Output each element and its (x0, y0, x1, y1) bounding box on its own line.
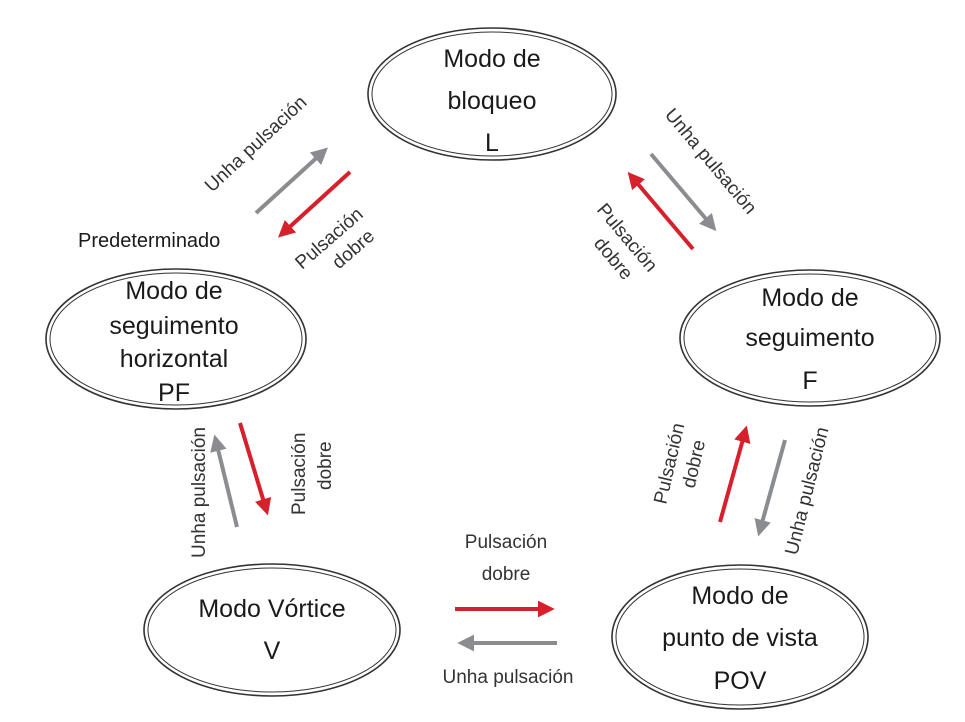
vortex-code: V (264, 637, 281, 665)
arrow-single-tap-vortex-to-panfollow (210, 434, 239, 528)
lock-title-line2: bloqueo (448, 87, 537, 115)
label-double-tap-pov-follow: Pulsación dobre (650, 421, 710, 506)
label-double-tap-line2: dobre (315, 441, 336, 490)
arrow-single-tap-panfollow-to-lock (254, 147, 328, 215)
follow-title-line2: seguimento (745, 324, 874, 352)
arrow-double-tap-lock-to-panfollow (278, 170, 352, 238)
default-mode-label: Predeterminado (78, 230, 220, 252)
pan-follow-title-line1: Modo de (125, 277, 222, 305)
follow-title-line1: Modo de (761, 284, 858, 312)
arrow-double-tap-panfollow-to-vortex (238, 422, 272, 516)
label-single-tap-vortex-panfollow: Unha pulsación (189, 427, 210, 558)
node-follow-mode: Modo de seguimento F (679, 269, 941, 407)
node-lock-mode: Modo de bloqueo L (367, 27, 617, 161)
label-single-tap-panfollow-lock: Unha pulsación (201, 92, 311, 197)
label-double-tap-vortex-pov-line1: Pulsación (465, 532, 547, 553)
label-double-tap-line1: Pulsación (289, 433, 310, 515)
arrow-double-tap-pov-to-follow (718, 425, 751, 523)
label-double-tap-panfollow-vortex: Pulsación dobre (289, 433, 336, 515)
follow-code: F (802, 367, 817, 395)
pov-code: POV (714, 667, 767, 695)
label-single-tap-follow-pov: Unha pulsación (781, 425, 833, 557)
label-single-tap-pov-vortex: Unha pulsación (443, 667, 574, 688)
lock-code: L (485, 129, 499, 157)
pov-title-line1: Modo de (691, 582, 788, 610)
arrow-double-tap-follow-to-lock (627, 171, 695, 251)
vortex-title: Modo Vórtice (198, 595, 345, 623)
pan-follow-title-line2: seguimento (109, 312, 238, 340)
pan-follow-title-line3: horizontal (120, 345, 228, 373)
label-double-tap-lock-panfollow: Pulsación dobre (292, 204, 379, 274)
arrow-single-tap-follow-to-pov (754, 439, 787, 537)
label-double-tap-vortex-pov-line2: dobre (482, 564, 531, 585)
node-pan-follow-mode: Modo de seguimento horizontal PF (45, 268, 307, 410)
node-vortex-mode: Modo Vórtice V (143, 563, 401, 697)
label-single-tap-lock-follow: Unha pulsación (660, 105, 760, 219)
node-pov-mode: Modo de punto de vista POV (611, 564, 869, 710)
label-double-tap-follow-lock: Pulsación dobre (589, 200, 661, 285)
pov-title-line2: punto de vista (662, 624, 818, 652)
pan-follow-code: PF (158, 379, 190, 407)
lock-title-line1: Modo de (443, 45, 540, 73)
arrow-single-tap-lock-to-follow (649, 152, 717, 232)
